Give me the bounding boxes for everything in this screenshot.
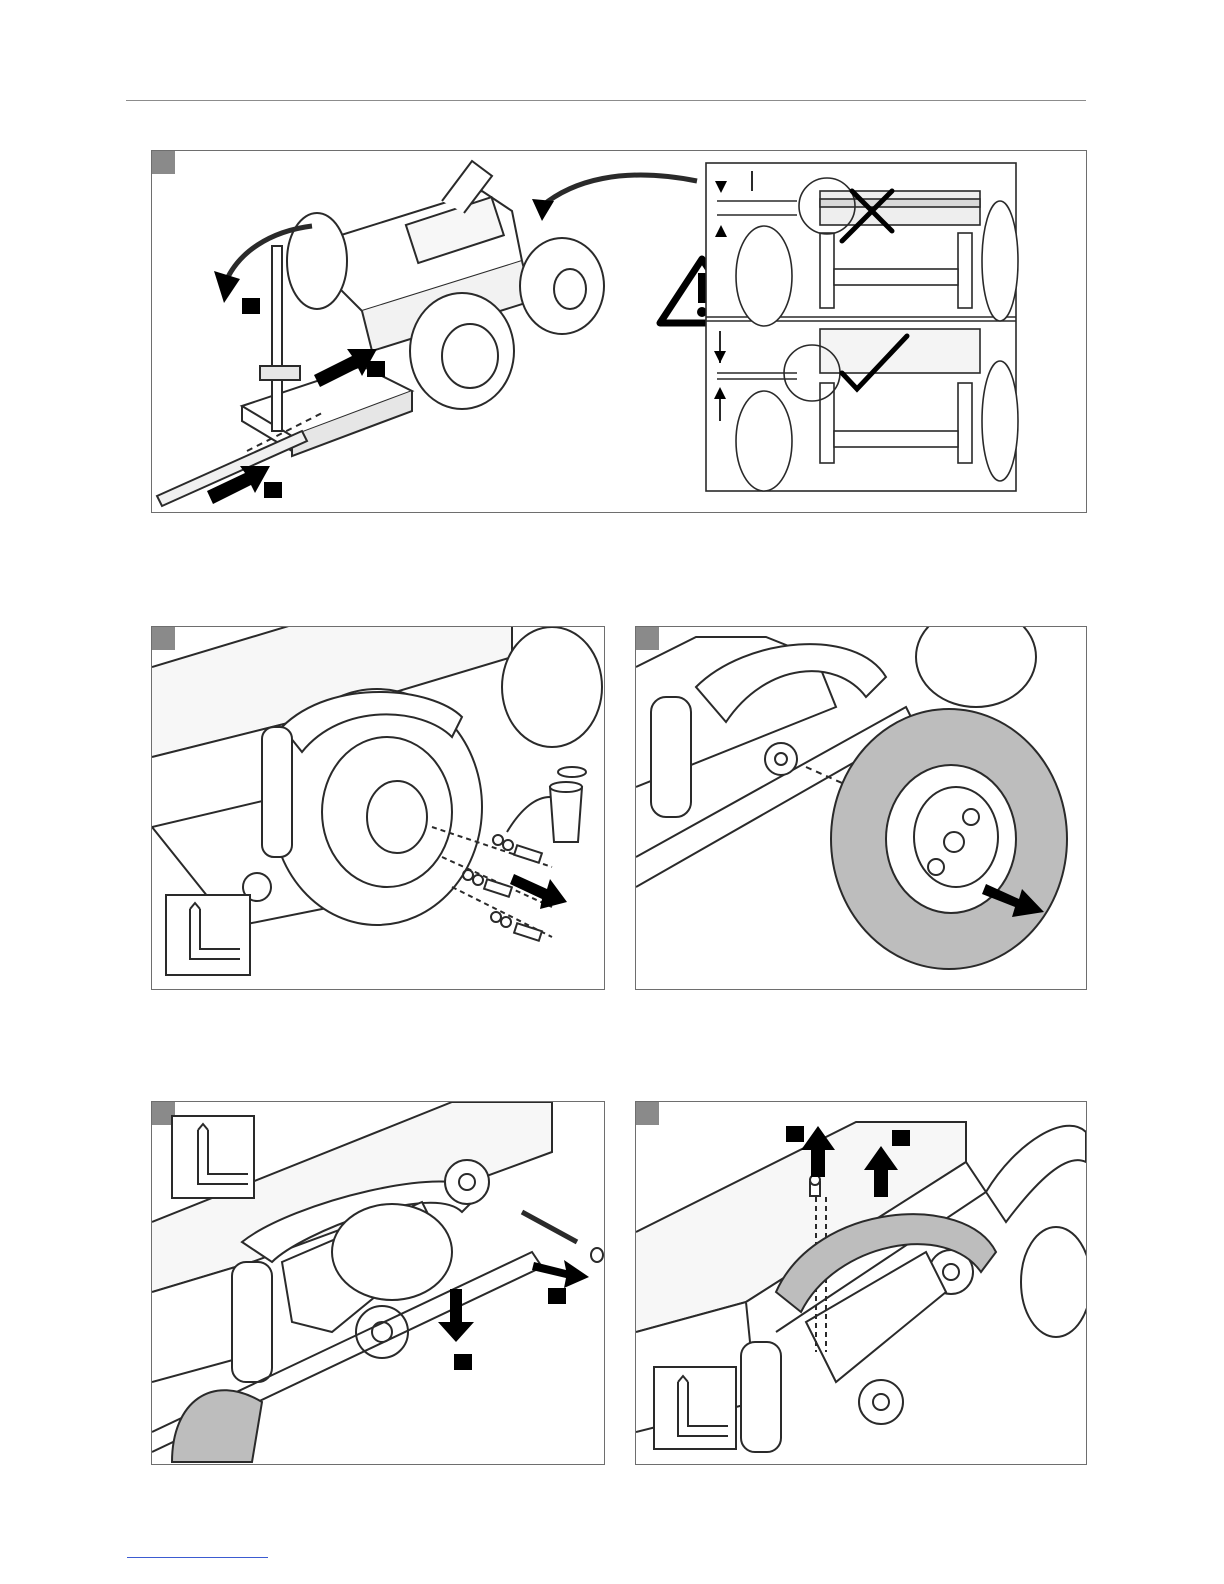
figure-4-remove-motor-bolt xyxy=(151,1101,605,1465)
figure-3-remove-wheel xyxy=(635,626,1087,990)
figure-5-illustration xyxy=(636,1102,1086,1464)
header-rule xyxy=(126,100,1086,101)
castor-highlight xyxy=(172,1390,262,1462)
figure-2-remove-bolts xyxy=(151,626,605,990)
figure-2-illustration xyxy=(152,627,604,989)
bin-icon xyxy=(550,787,582,842)
footer-link-underline[interactable] xyxy=(127,1557,268,1558)
figure-4-illustration xyxy=(152,1102,604,1464)
figure-1-illustration xyxy=(152,151,1086,512)
figure-5-remove-mudguard xyxy=(635,1101,1087,1465)
figure-3-illustration xyxy=(636,627,1086,989)
figure-1-jack-lift xyxy=(151,150,1087,513)
